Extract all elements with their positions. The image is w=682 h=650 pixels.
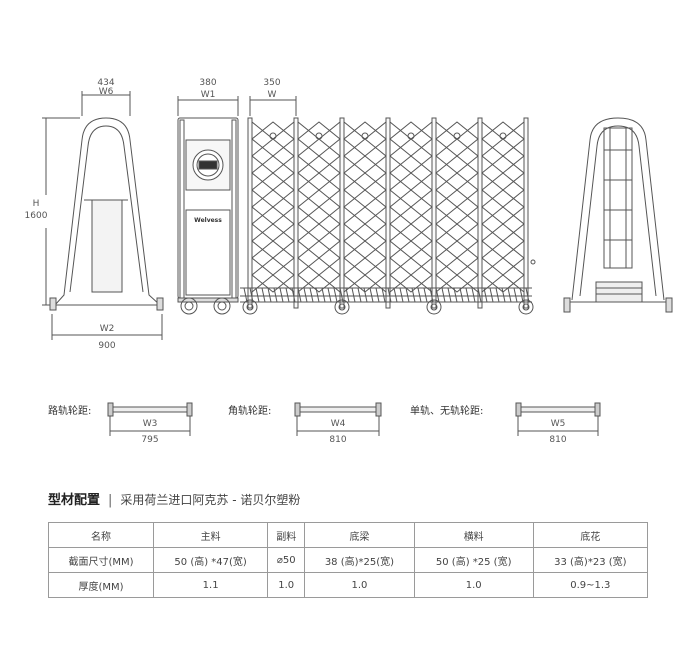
table-cell: 0.9~1.3 [532,572,649,598]
spec-table: 名称 主料 副料 底梁 横料 底花 截面尺寸(MM) 50 (高) *47(宽)… [48,522,649,598]
table-cell: 副料 [267,522,306,548]
table-cell: 1.1 [152,572,269,598]
dim-w6-value: 434 [97,78,114,88]
table-cell: 底梁 [304,522,415,548]
table-cell: 主料 [152,522,269,548]
dim-w1-label: W1 [201,90,216,100]
table-cell: 38 (高)*25(宽) [304,547,415,573]
table-cell: 底花 [532,522,649,548]
table-cell: 50 (高) *25 (宽) [413,547,534,573]
brand-label: Welvess [194,217,222,224]
table-cell: 截面尺寸(MM) [48,547,154,573]
spec-heading: 型材配置 | 采用荷兰进口阿克苏 - 诺贝尔塑粉 [48,489,300,508]
dim-h-label: H [33,199,40,209]
dim-w6-label: W6 [99,87,114,97]
table-cell: 横料 [413,522,534,548]
rail-label-w5: W5 [551,419,566,429]
spec-subtitle: 采用荷兰进口阿克苏 - 诺贝尔塑粉 [120,493,301,507]
rail-value-w3: 795 [141,435,158,445]
rail-label-w3: W3 [143,419,158,429]
rail-label-w4: W4 [331,419,346,429]
table-row: 厚度(MM) 1.1 1.0 1.0 1.0 0.9~1.3 [48,572,649,598]
side-view-left [49,117,164,311]
rail-caption-w4: 角轨轮距: [228,404,271,417]
table-cell: 名称 [48,522,154,548]
dim-w-value: 350 [263,78,280,88]
table-cell: ⌀50 [267,547,306,573]
rail-value-w4: 810 [329,435,346,445]
dim-w2-value: 900 [98,341,115,351]
side-view-right [563,117,673,313]
rail-caption-w5: 单轨、无轨轮距: [410,404,483,417]
dim-w1-value: 380 [199,78,216,88]
table-cell: 33 (高)*23 (宽) [532,547,649,573]
rail-diagram-w5 [515,402,601,436]
spec-title: 型材配置 [48,493,101,508]
spec-separator: | [108,493,113,508]
rail-diagram-w4 [294,402,382,436]
rail-value-w5: 810 [549,435,566,445]
table-cell: 1.0 [413,572,534,598]
table-cell: 厚度(MM) [48,572,154,598]
dim-w-label: W [268,90,277,100]
table-row: 截面尺寸(MM) 50 (高) *47(宽) ⌀50 38 (高)*25(宽) … [48,547,649,573]
table-row: 名称 主料 副料 底梁 横料 底花 [48,522,649,548]
table-cell: 1.0 [304,572,415,598]
table-cell: 1.0 [267,572,306,598]
lattice-gate-body [240,117,536,315]
dim-w2-label: W2 [100,324,115,334]
rail-diagram-w3 [107,402,193,436]
rail-caption-w3: 路轨轮距: [48,404,91,417]
table-cell: 50 (高) *47(宽) [152,547,269,573]
head-post [177,117,239,315]
dim-h-value: 1600 [25,211,48,221]
